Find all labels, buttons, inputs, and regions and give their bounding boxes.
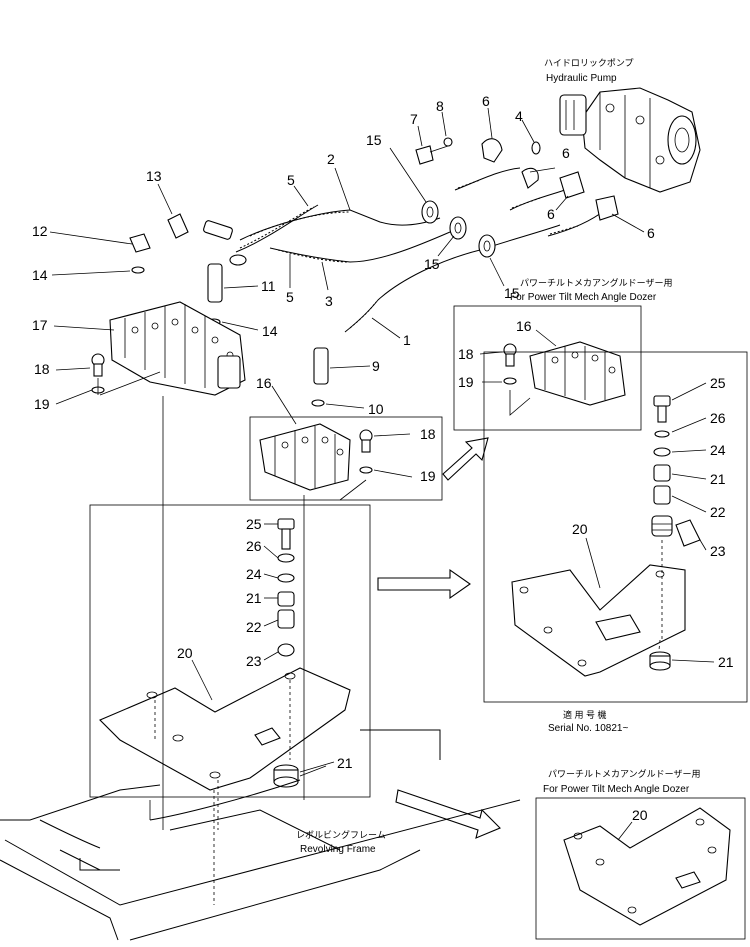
callout-21c: 21: [718, 654, 734, 670]
callout-1: 1: [403, 332, 411, 348]
fittings: [129, 137, 619, 407]
arrow-diagonal-icon: [442, 437, 489, 481]
callout-21a: 21: [246, 590, 262, 606]
callout-18c: 18: [458, 346, 474, 362]
mounting-box-main: [89, 504, 371, 798]
arrow-right-icon: [377, 568, 471, 600]
callout-numbers: 1 2 3 4 5 5 6 6 6 6 7 8 9 10 11 12 13 14…: [32, 93, 734, 823]
callout-19c: 19: [458, 374, 474, 390]
callout-21d: 21: [337, 755, 353, 771]
revolving-frame: [0, 729, 521, 941]
control-valve-power-tilt: [503, 341, 626, 406]
callout-8: 8: [436, 98, 444, 114]
callout-9: 9: [372, 358, 380, 374]
leader-line: [509, 390, 531, 416]
callout-20a: 20: [177, 645, 193, 661]
callout-6d: 6: [647, 225, 655, 241]
pump-caption-jp: ハイドロリックポンプ: [544, 58, 634, 68]
control-valve-center: [259, 423, 373, 491]
callout-3: 3: [325, 293, 333, 309]
mounting-stack-right: [651, 395, 673, 537]
callout-20b: 20: [572, 521, 588, 537]
callout-21b: 21: [710, 471, 726, 487]
callout-18a: 18: [34, 361, 50, 377]
cushion-pointer: [675, 519, 701, 547]
callout-15a: 15: [366, 132, 382, 148]
callout-leaders: [49, 107, 715, 841]
leader-line: [99, 371, 161, 396]
cushion-21-right: [649, 651, 671, 671]
callout-15b: 15: [424, 256, 440, 272]
frame-caption-en: Revolving Frame: [300, 844, 376, 855]
callout-14a: 14: [32, 267, 48, 283]
hoses: [235, 167, 606, 333]
leader-line: [339, 479, 367, 501]
callout-22a: 22: [246, 619, 262, 635]
callout-2: 2: [327, 151, 335, 167]
callout-12: 12: [32, 223, 48, 239]
callout-10: 10: [368, 401, 384, 417]
tilt-caption-en: For Power Tilt Mech Angle Dozer: [510, 292, 657, 303]
mounting-plate-power-tilt: [563, 807, 731, 926]
tilt-caption-jp: パワーチルトメカアングルドーザー用: [520, 277, 672, 288]
callout-5a: 5: [287, 172, 295, 188]
serial-caption-en: Serial No. 10821~: [548, 723, 628, 734]
callout-11: 11: [261, 278, 276, 294]
callout-16a: 16: [256, 375, 272, 391]
arrow-down-right-icon: [395, 789, 501, 839]
frame-caption-jp: レボルビングフレーム: [296, 829, 386, 840]
callout-22b: 22: [710, 504, 726, 520]
tilt2-caption-jp: パワーチルトメカアングルドーザー用: [548, 768, 700, 779]
power-tilt-plate-box: [535, 797, 746, 940]
callout-15c: 15: [504, 285, 520, 301]
callout-19b: 19: [420, 468, 436, 484]
serial-box: [483, 351, 748, 703]
callout-24b: 24: [710, 442, 726, 458]
callout-18b: 18: [420, 426, 436, 442]
callout-6c: 6: [547, 206, 555, 222]
callout-23a: 23: [246, 653, 262, 669]
valve-box-power-tilt: [453, 305, 642, 431]
callout-13: 13: [146, 168, 162, 184]
mounting-plate-right: [511, 540, 686, 677]
hydraulic-pump: [559, 87, 701, 193]
callout-25a: 25: [246, 516, 262, 532]
callout-5b: 5: [286, 289, 294, 305]
callout-24a: 24: [246, 566, 262, 582]
pump-caption-en: Hydraulic Pump: [546, 73, 617, 84]
callout-14b: 14: [262, 323, 278, 339]
control-valve-main: [91, 301, 246, 396]
cushion-21-main: [273, 764, 299, 788]
callout-17: 17: [32, 317, 48, 333]
callout-4: 4: [515, 108, 523, 124]
callout-25b: 25: [710, 375, 726, 391]
callout-6a: 6: [482, 93, 490, 109]
tilt2-caption-en: For Power Tilt Mech Angle Dozer: [543, 784, 690, 795]
callout-16b: 16: [516, 318, 532, 334]
callout-7: 7: [410, 111, 418, 127]
callout-26b: 26: [710, 410, 726, 426]
callout-19a: 19: [34, 396, 50, 412]
valve-box-center: [249, 416, 443, 501]
callout-20c: 20: [632, 807, 648, 823]
mounting-plate-main: [99, 667, 351, 830]
callout-23b: 23: [710, 543, 726, 559]
callout-6b: 6: [562, 145, 570, 161]
callout-26a: 26: [246, 538, 262, 554]
mounting-stack-main: [277, 518, 295, 657]
serial-caption-jp: 適 用 号 機: [563, 709, 607, 720]
